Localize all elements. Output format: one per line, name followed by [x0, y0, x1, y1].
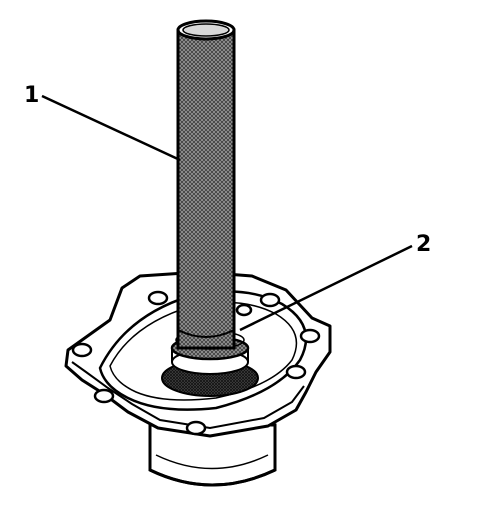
housing-base	[148, 423, 277, 487]
leader-lines	[41, 94, 413, 332]
bolt-holes	[71, 290, 321, 436]
callout-label-2: 2	[416, 232, 432, 257]
filter-screen-tube	[176, 19, 236, 350]
leader-line-2	[239, 244, 413, 332]
callout-label-1: 1	[24, 83, 40, 108]
leader-line-1	[41, 94, 181, 162]
